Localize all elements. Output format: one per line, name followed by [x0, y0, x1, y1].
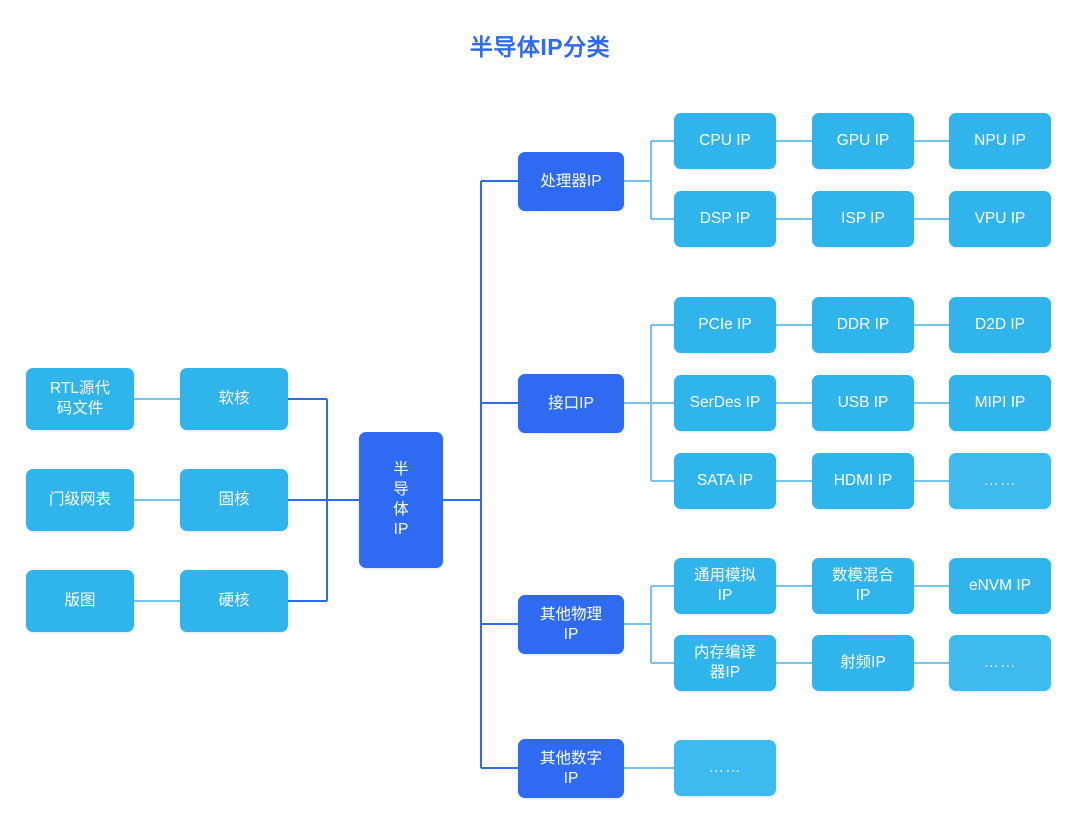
core-box-firm[interactable]: 固核	[180, 469, 288, 531]
category-other-digital-ip[interactable]: 其他数字 IP	[518, 739, 624, 798]
leaf-npu-ip[interactable]: NPU IP	[949, 113, 1051, 169]
leaf-pcie-ip[interactable]: PCIe IP	[674, 297, 776, 353]
leaf-general-analog-ip[interactable]: 通用模拟 IP	[674, 558, 776, 614]
category-processor-ip[interactable]: 处理器IP	[518, 152, 624, 211]
page-title: 半导体IP分类	[469, 34, 611, 60]
leaf-usb-ip[interactable]: USB IP	[812, 375, 914, 431]
leaf-digital-ellipsis[interactable]: ……	[674, 740, 776, 796]
leaf-physical-ellipsis[interactable]: ……	[949, 635, 1051, 691]
leaf-serdes-ip[interactable]: SerDes IP	[674, 375, 776, 431]
leaf-ddr-ip[interactable]: DDR IP	[812, 297, 914, 353]
left-short-links	[134, 398, 180, 602]
leaf-hdmi-ip[interactable]: HDMI IP	[812, 453, 914, 509]
leaf-rf-ip[interactable]: 射频IP	[812, 635, 914, 691]
leaf-dsp-ip[interactable]: DSP IP	[674, 191, 776, 247]
source-box-netlist[interactable]: 门级网表	[26, 469, 134, 531]
right-trunk	[443, 180, 518, 769]
leaf-gpu-ip[interactable]: GPU IP	[812, 113, 914, 169]
leaf-d2d-ip[interactable]: D2D IP	[949, 297, 1051, 353]
leaf-isp-ip[interactable]: ISP IP	[812, 191, 914, 247]
root-node-semiconductor-ip[interactable]: 半 导 体 IP	[359, 432, 443, 568]
category-interface-ip[interactable]: 接口IP	[518, 374, 624, 433]
leaf-interface-ellipsis[interactable]: ……	[949, 453, 1051, 509]
leaf-envm-ip[interactable]: eNVM IP	[949, 558, 1051, 614]
leaf-sata-ip[interactable]: SATA IP	[674, 453, 776, 509]
core-box-soft[interactable]: 软核	[180, 368, 288, 430]
source-box-layout[interactable]: 版图	[26, 570, 134, 632]
source-box-rtl[interactable]: RTL源代 码文件	[26, 368, 134, 430]
leaf-memory-compiler-ip[interactable]: 内存编译 器IP	[674, 635, 776, 691]
leaf-vpu-ip[interactable]: VPU IP	[949, 191, 1051, 247]
left-trunk	[288, 398, 359, 602]
core-box-hard[interactable]: 硬核	[180, 570, 288, 632]
category-other-physical-ip[interactable]: 其他物理 IP	[518, 595, 624, 654]
leaf-cpu-ip[interactable]: CPU IP	[674, 113, 776, 169]
leaf-mipi-ip[interactable]: MIPI IP	[949, 375, 1051, 431]
leaf-mixed-signal-ip[interactable]: 数模混合 IP	[812, 558, 914, 614]
